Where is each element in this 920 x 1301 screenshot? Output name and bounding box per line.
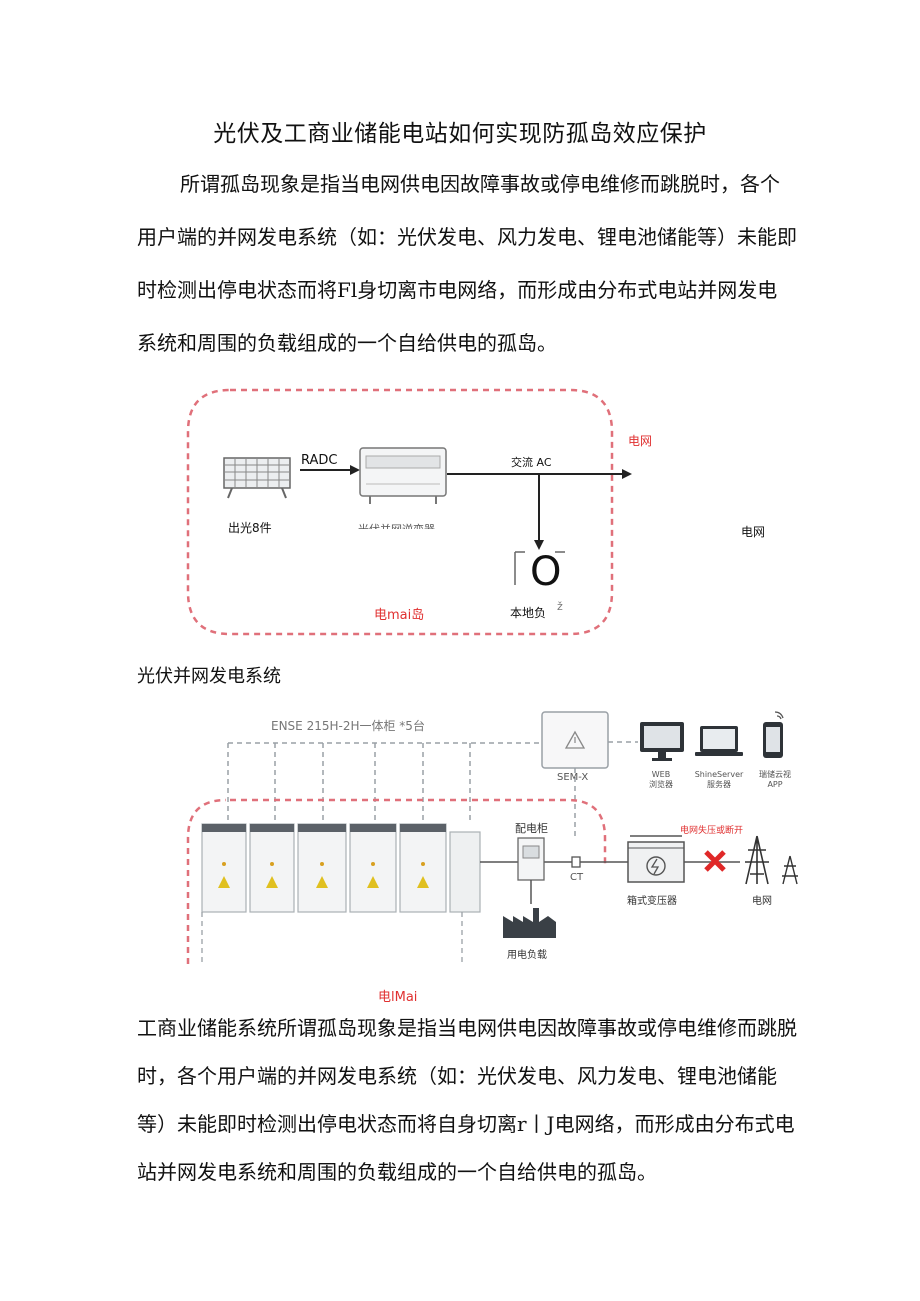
panel-label: 出光8件 <box>228 521 272 535</box>
app-label-line1: 瑞储云视 <box>759 770 791 779</box>
grid-label-2: 电网 <box>752 896 772 907</box>
grid-fault-label: 电网失压或断开 <box>680 826 744 836</box>
semx-device-icon <box>541 711 609 769</box>
semx-label: SEM-X <box>557 772 589 783</box>
inverter-icon <box>359 447 447 504</box>
phone-icon <box>763 711 784 758</box>
ct-icon <box>571 856 581 868</box>
island-boundary <box>186 388 614 636</box>
transformer-label: 箱式变压器 <box>627 896 677 907</box>
solar-panel-icon <box>223 457 291 499</box>
intro-paragraph: 所谓孤岛现象是指当电网供电因故障事故或停电维修而跳脱时，各个用户端的并网发电系统… <box>137 172 797 355</box>
ct-label: CT <box>570 872 584 883</box>
web-label: WEB 浏览器 <box>645 770 677 790</box>
island-label: 电mai岛 <box>374 608 425 623</box>
disconnect-x-icon <box>704 850 726 872</box>
app-label: 瑞储云视 APP <box>757 770 793 790</box>
inverter-label: 光伏并网逆变器 <box>358 521 435 529</box>
monitor-icon <box>640 722 684 761</box>
dc-label: RADC <box>301 453 338 468</box>
grid-label: 电网 <box>741 525 766 539</box>
distribution-cabinet-icon <box>517 837 545 904</box>
app-label-line2: APP <box>767 780 783 789</box>
shineserver-label-line2: 服务器 <box>707 780 731 789</box>
factory-icon <box>503 908 556 938</box>
distribution-cabinet-label: 配电柜 <box>515 822 548 835</box>
laptop-icon <box>695 726 743 756</box>
storage-cabinets <box>201 823 481 913</box>
shineserver-label: ShineServer 服务器 <box>690 770 748 790</box>
load-symbol: O <box>530 549 562 595</box>
ac-label: 交流 AC <box>511 456 552 469</box>
transformer-icon <box>627 835 685 883</box>
island-label-2: 电lMai <box>378 990 418 1005</box>
web-label-line2: 浏览器 <box>649 780 673 789</box>
pv-diagram-caption: 光伏并网发电系统 <box>137 666 281 687</box>
load-suffix: ž <box>557 600 563 613</box>
load-label: 本地负 <box>510 606 547 620</box>
grid-label-red: 电网 <box>628 434 653 448</box>
web-label-line1: WEB <box>651 770 671 779</box>
page-title: 光伏及工商业储能电站如何实现防孤岛效应保护 <box>213 121 707 147</box>
pylon-icon <box>745 835 798 885</box>
shineserver-label-line1: ShineServer <box>694 770 744 779</box>
load-label-2: 用电负载 <box>507 950 547 961</box>
cabinet-count-label: ENSE 215H-2H一体柜 *5台 <box>271 719 425 733</box>
storage-paragraph: 工商业储能系统所谓孤岛现象是指当电网供电因故障事故或停电维修而跳脱时，各个用户端… <box>137 1016 797 1184</box>
